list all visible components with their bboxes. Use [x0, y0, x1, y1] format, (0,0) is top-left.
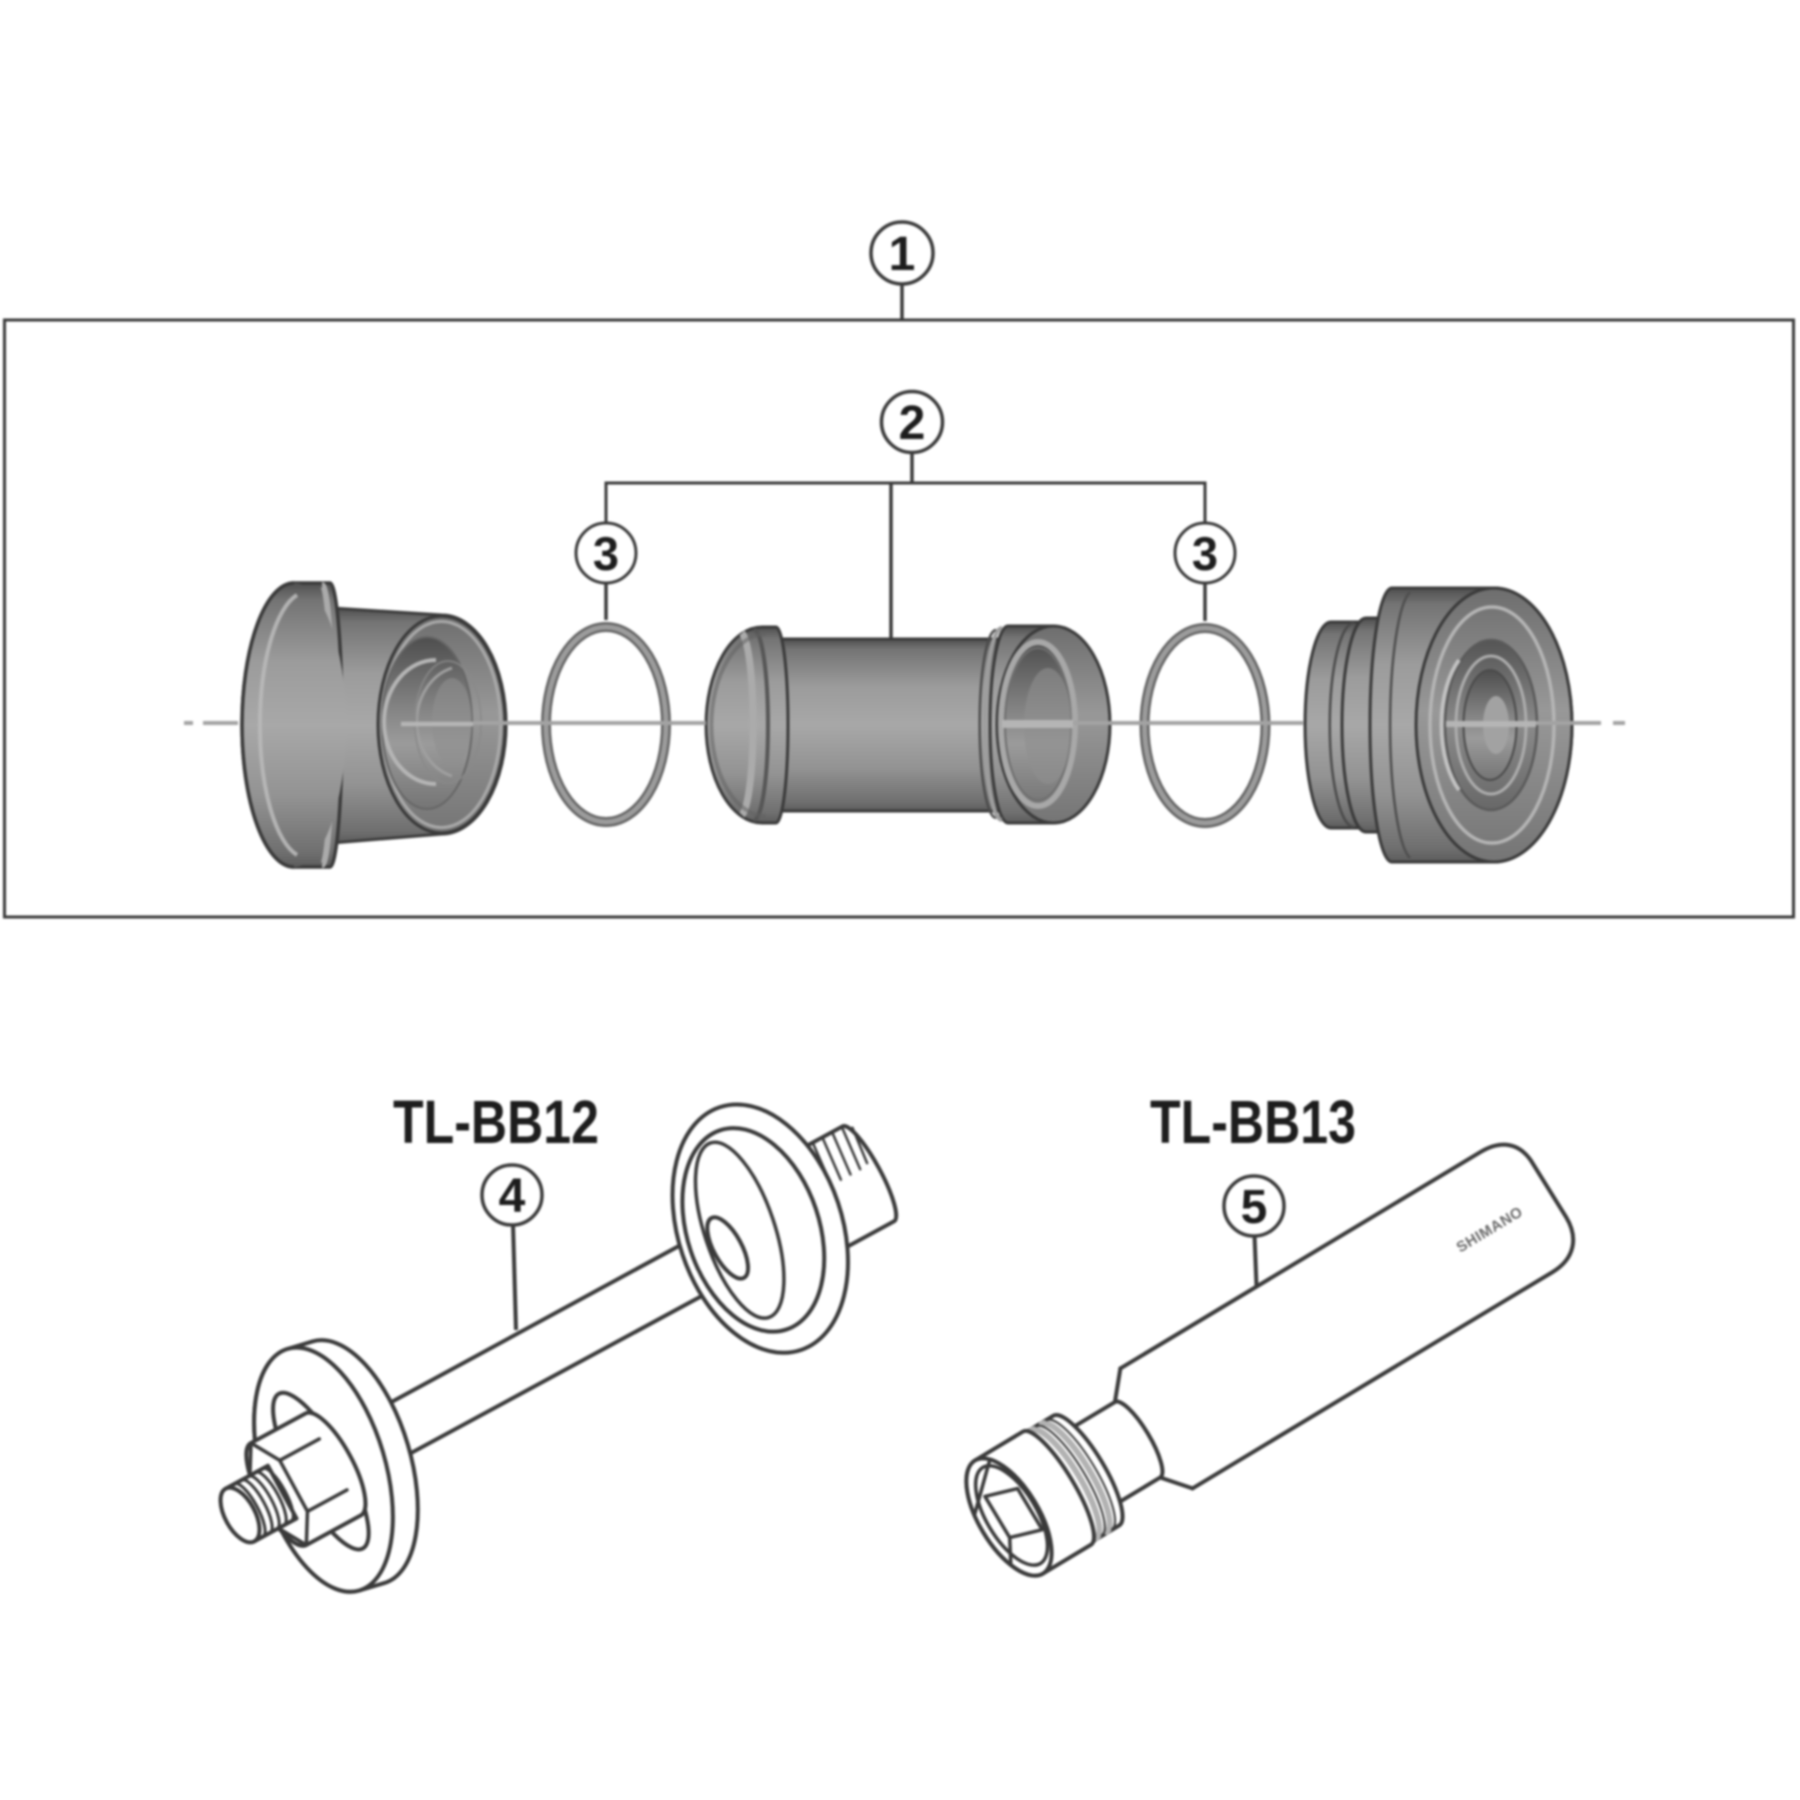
- svg-text:4: 4: [499, 1170, 526, 1223]
- svg-text:3: 3: [593, 527, 619, 580]
- svg-text:1: 1: [889, 228, 916, 281]
- svg-text:TL-BB12: TL-BB12: [393, 1088, 599, 1156]
- svg-text:3: 3: [1192, 527, 1218, 580]
- svg-text:TL-BB13: TL-BB13: [1150, 1088, 1356, 1156]
- svg-text:5: 5: [1241, 1181, 1268, 1234]
- svg-text:2: 2: [899, 397, 926, 450]
